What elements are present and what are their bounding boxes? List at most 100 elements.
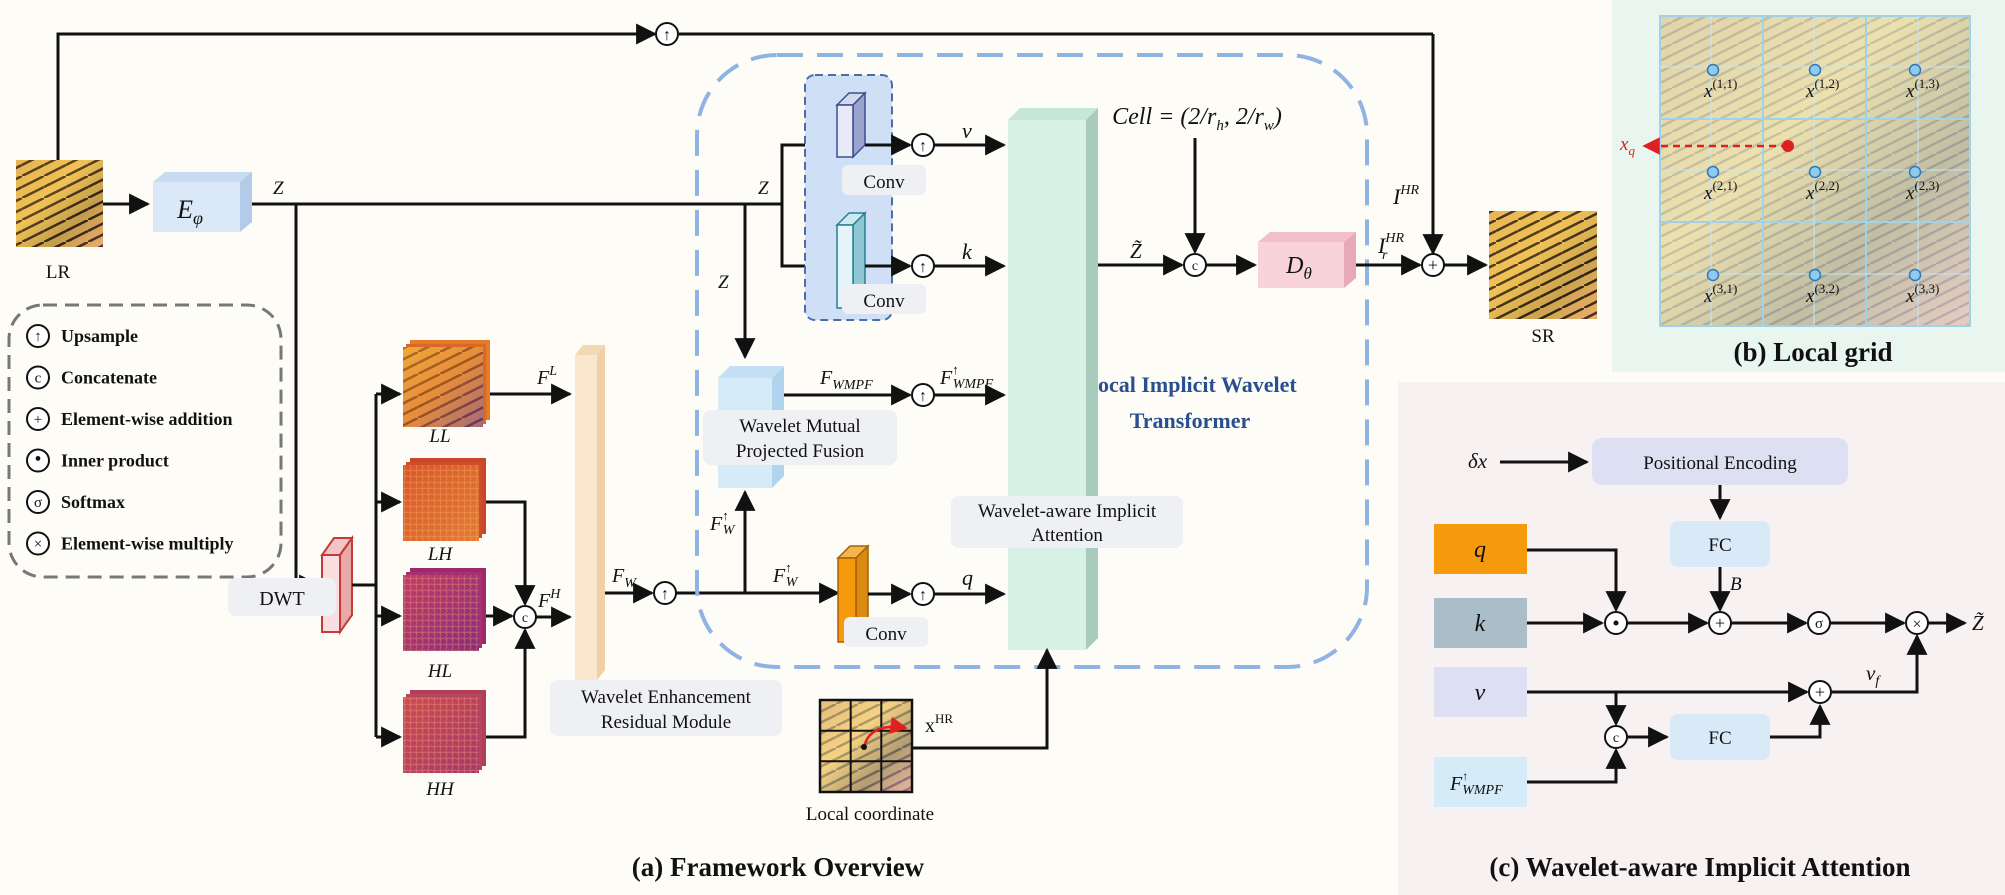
- subband-hh: [403, 690, 486, 773]
- concat-node-fh: c: [513, 605, 537, 629]
- z-label-liwt: Z: [758, 178, 769, 199]
- implicit-attention-block: [1008, 108, 1098, 650]
- sr-image: [1489, 211, 1597, 319]
- grid-point-label: x(3,1): [1703, 281, 1737, 307]
- q-box: [1434, 524, 1527, 574]
- caption-framework: (a) Framework Overview: [632, 852, 925, 882]
- grid-point-label: x(3,2): [1805, 281, 1839, 307]
- decoder-label: Dθ: [1285, 253, 1312, 283]
- legend-label: Softmax: [61, 492, 125, 512]
- z-label-wmpf: Z: [718, 272, 729, 293]
- dwt-label: DWT: [259, 588, 305, 610]
- local-grid-points: x(1,1)x(1,2)x(1,3)x(2,1)x(2,2)x(2,3)x(3,…: [1703, 63, 1939, 307]
- legend-item: •Inner product: [26, 448, 169, 473]
- ihr-label: IHR: [1392, 183, 1419, 209]
- xhr-label: xHR: [925, 711, 953, 737]
- encoder-block: [153, 172, 252, 232]
- local-coordinate-grid: [818, 698, 914, 794]
- legend-symbol: +: [34, 412, 42, 428]
- add-node-vf: +: [1808, 680, 1832, 704]
- svg-text:c: c: [1192, 259, 1198, 274]
- subband-hl: [403, 568, 486, 651]
- upsample-node-fwmpf: ↑: [911, 383, 935, 407]
- grid-point: [1706, 165, 1720, 179]
- k-label: k: [962, 239, 973, 264]
- subband-ll: [403, 340, 490, 427]
- q-conv-label-box: [844, 617, 928, 647]
- multiply-node: ×: [1905, 611, 1929, 635]
- k-conv-label-box: [842, 284, 926, 314]
- legend-item: σ Softmax: [26, 490, 125, 514]
- svg-text:c: c: [522, 611, 528, 626]
- grid-point-label: x(2,2): [1805, 178, 1839, 204]
- legend-box: [7, 303, 283, 579]
- svg-text:+: +: [1815, 682, 1825, 702]
- encoder-label: Eφ: [176, 195, 203, 228]
- subband-lh: [403, 458, 486, 541]
- v-conv-label: Conv: [863, 172, 905, 193]
- legend-item: ↑Upsample: [26, 324, 138, 348]
- grid-point-label: x(2,1): [1703, 178, 1737, 204]
- fc-box-top: [1670, 521, 1770, 567]
- legend-symbol: •: [34, 449, 41, 471]
- k-box-label: k: [1475, 611, 1486, 637]
- v-conv-block: [835, 91, 867, 159]
- grid-point-label: x(1,1): [1703, 76, 1737, 102]
- svg-text:↑: ↑: [661, 586, 669, 603]
- svg-text:×: ×: [1912, 616, 1921, 633]
- upsample-node-fw: ↑: [653, 581, 677, 605]
- q-conv-label: Conv: [865, 624, 907, 645]
- positional-encoding-box: [1592, 438, 1848, 485]
- grid-point: [1908, 165, 1922, 179]
- inner-product-node: [1604, 611, 1628, 635]
- delta-x-label: δx: [1468, 449, 1488, 473]
- top-skip-connection: [56, 23, 1444, 256]
- liwt-region: [695, 53, 1369, 669]
- svg-text:c: c: [1613, 731, 1619, 746]
- v-label: v: [962, 118, 972, 143]
- fw-label: FW: [611, 565, 637, 591]
- grid-point: [1808, 268, 1822, 282]
- subband-hl-label: HL: [427, 661, 452, 682]
- upsample-node-q: ↑: [911, 582, 935, 606]
- werm-label-line2: Residual Module: [601, 712, 731, 733]
- upsample-node-k: ↑: [911, 254, 935, 278]
- legend-symbol-icon: [26, 324, 50, 348]
- dwt-label-box: [228, 578, 336, 616]
- q-label: q: [962, 565, 973, 590]
- v-box-label: v: [1475, 680, 1486, 706]
- grid-point: [1808, 165, 1822, 179]
- fwmpf-label: FWMPF: [819, 367, 873, 393]
- legend-symbol-icon: [26, 365, 50, 390]
- legend-symbol-icon: [26, 531, 50, 556]
- wmpf-label-box: [703, 410, 897, 465]
- concat-node-cell: c: [1183, 253, 1207, 277]
- fwmpf-up-label: F↑WMPF: [939, 362, 994, 392]
- legend-symbol: c: [35, 371, 42, 387]
- legend-item: + Element-wise addition: [26, 407, 233, 431]
- fc-box-bottom: [1670, 714, 1770, 760]
- attention-label-line1: Wavelet-aware Implicit: [978, 501, 1157, 522]
- ztilde-label: Z̃: [1130, 239, 1142, 263]
- legend-label: Element-wise addition: [61, 409, 233, 429]
- wmpf-label-line2: Projected Fusion: [736, 441, 865, 462]
- wmpf-label-line1: Wavelet Mutual: [739, 416, 860, 437]
- fw-up-label-left: F↑W: [709, 508, 736, 538]
- subband-lh-label: LH: [427, 544, 454, 565]
- fw-up-label-right: F↑W: [772, 560, 799, 590]
- add-node-output: +: [1421, 253, 1445, 277]
- add-node-b: +: [1708, 611, 1732, 635]
- grid-point: [1908, 268, 1922, 282]
- legend-item: ×Element-wise multiply: [26, 531, 234, 556]
- werm-label-box: [550, 680, 782, 736]
- cell-label: Cell = (2/rh, 2/rw): [1112, 104, 1282, 134]
- decoder-block: [1258, 232, 1356, 288]
- grid-point-label: x(1,2): [1805, 76, 1839, 102]
- legend-symbol: σ: [34, 495, 42, 511]
- local-coordinate-label: Local coordinate: [806, 804, 934, 825]
- grid-point: [1808, 63, 1822, 77]
- upsample-node-v: ↑: [911, 133, 935, 157]
